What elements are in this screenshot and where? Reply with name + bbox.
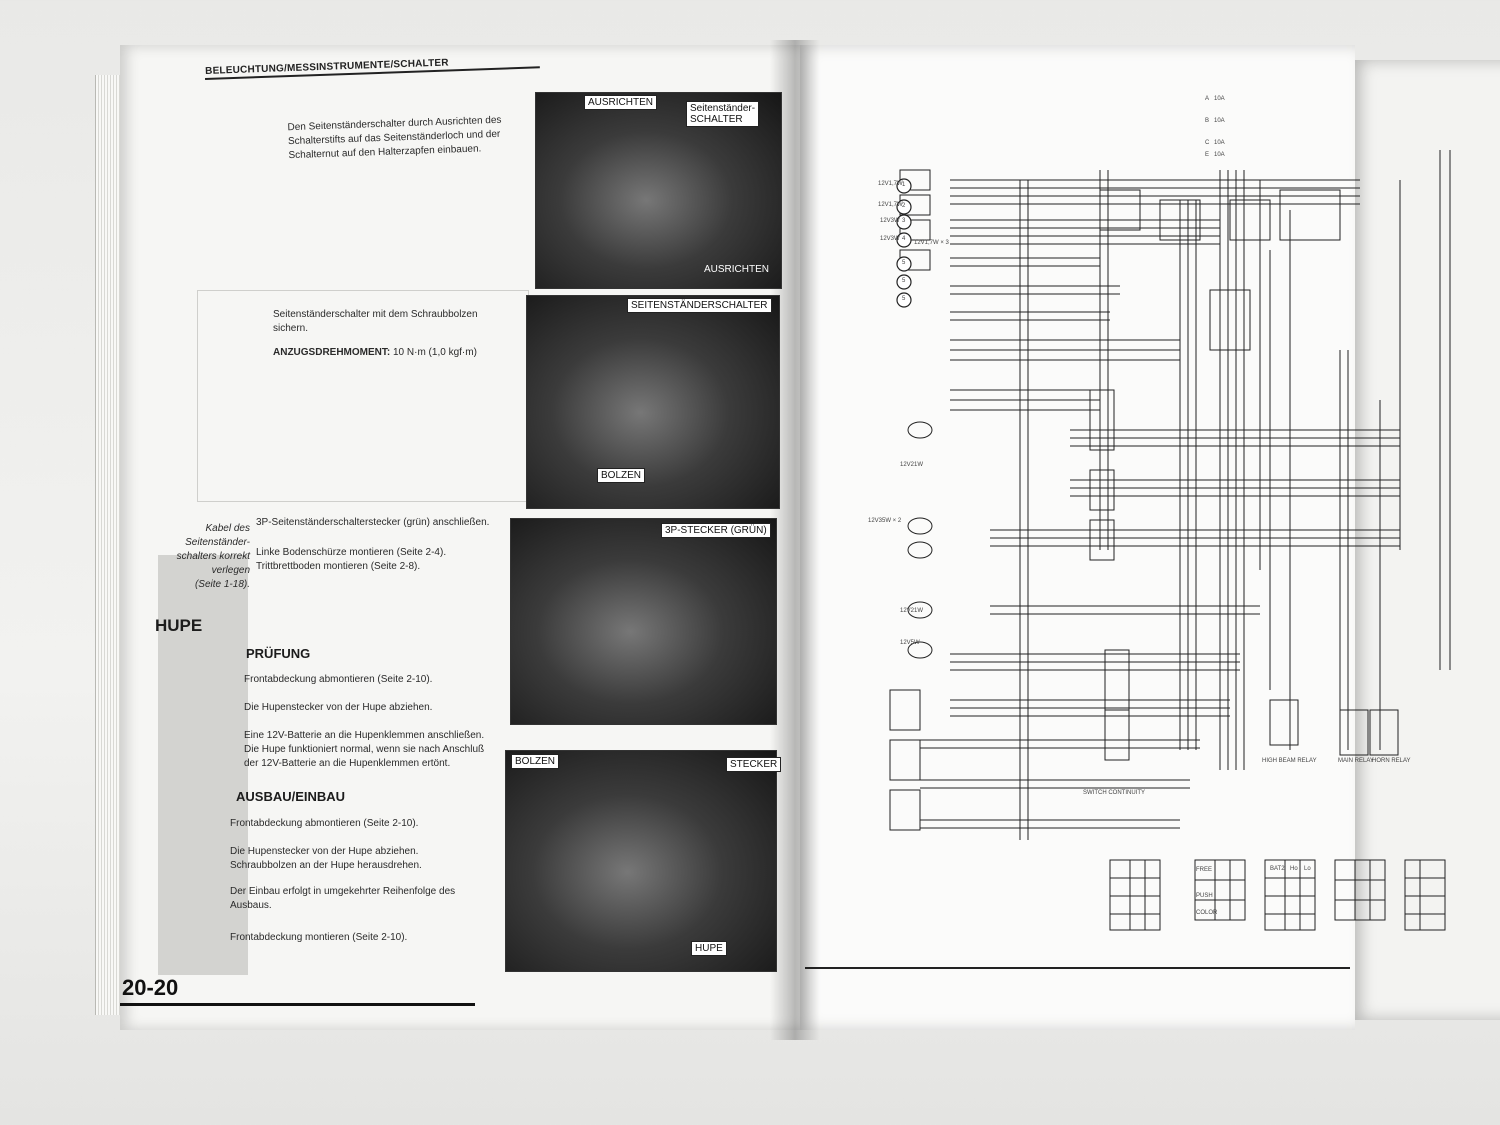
connect-paragraph: 3P-Seitenständerschalterstecker (grün) a… <box>256 516 516 574</box>
removal-step: Schraubbolzen an der Hupe herausdrehen. <box>230 860 422 871</box>
photo-label: 3P-STECKER (GRÜN) <box>661 523 771 538</box>
check-step: Die Hupenstecker von der Hupe abziehen. <box>244 702 433 713</box>
relay-label: MAIN RELAY <box>1338 758 1374 764</box>
relay-label: HIGH BEAM RELAY <box>1262 758 1317 764</box>
removal-steps: Frontabdeckung abmontieren (Seite 2-10).… <box>230 817 500 945</box>
fuse-value: 10A <box>1214 140 1225 146</box>
photo-side-stand-switch-align: AUSRICHTEN Seitenständer- SCHALTER AUSRI… <box>535 92 782 289</box>
circle-number: 5 <box>902 278 906 284</box>
circle-number: 1 <box>902 182 906 188</box>
check-title: PRÜFUNG <box>246 646 311 661</box>
bulb-rating: 12V35W × 2 <box>868 518 902 524</box>
photo-label: AUSRICHTEN <box>704 264 770 275</box>
check-step: der 12V-Batterie an die Hupenklemmen ert… <box>244 758 451 769</box>
photo-label-line: Seitenständer- <box>690 103 756 114</box>
switch-continuity-title: SWITCH CONTINUITY <box>1083 790 1145 796</box>
bulb-rating: 12V1,7W <box>878 181 903 187</box>
fuse-value: 10A <box>1214 152 1225 158</box>
photo-label-line: SCHALTER <box>690 114 743 125</box>
circle-number: 5 <box>902 260 906 266</box>
photo-label: HUPE <box>691 941 727 956</box>
removal-step: Frontabdeckung montieren (Seite 2-10). <box>230 932 408 943</box>
connect-line: 3P-Seitenständerschalterstecker (grün) a… <box>256 517 490 528</box>
bulb-rating: 12V3W <box>880 218 900 224</box>
check-step: Die Hupe funktioniert normal, wenn sie n… <box>244 744 485 755</box>
torque-spec: ANZUGSDREHMOMENT: 10 N·m (1,0 kgf·m) <box>273 346 477 360</box>
photo-horn: BOLZEN STECKER HUPE <box>505 750 782 972</box>
table-header: BAT2 <box>1270 866 1285 872</box>
fuse-letter: B <box>1205 118 1210 124</box>
connect-line: Trittbrettboden montieren (Seite 2-8). <box>256 561 421 572</box>
removal-step: Der Einbau erfolgt in umgekehrter Reihen… <box>230 886 456 897</box>
side-note-line: (Seite 1-18). <box>194 579 250 590</box>
side-note-line: Kabel des <box>205 523 250 534</box>
fuse-letter: A <box>1205 96 1210 102</box>
intro-paragraph: Den Seitenständerschalter durch Ausricht… <box>287 113 528 163</box>
table-row-label: PUSH <box>1196 893 1213 899</box>
removal-step: Frontabdeckung abmontieren (Seite 2-10). <box>230 818 419 829</box>
secure-paragraph: Seitenständerschalter mit dem Schraubbol… <box>273 308 523 336</box>
photo-3p-connector: 3P-STECKER (GRÜN) <box>510 518 777 725</box>
circle-number: 5 <box>902 296 906 302</box>
bulb-rating: 12V3W <box>880 236 900 242</box>
horn-section-title: HUPE <box>155 616 203 635</box>
fuse-letter: C <box>1205 140 1210 146</box>
check-steps: Frontabdeckung abmontieren (Seite 2-10).… <box>244 673 509 771</box>
photo-label: SEITENSTÄNDERSCHALTER <box>627 298 772 313</box>
photo-label: Seitenständer- SCHALTER <box>686 101 760 127</box>
relay-label: HORN RELAY <box>1372 758 1411 764</box>
bulb-rating: 12V21W <box>900 462 924 468</box>
check-step: Frontabdeckung abmontieren (Seite 2-10). <box>244 674 433 685</box>
wiring-diagram <box>805 150 1451 969</box>
secure-line: sichern. <box>273 323 309 334</box>
removal-title: AUSBAU/EINBAU <box>236 789 346 804</box>
fuse-letter: E <box>1205 152 1210 158</box>
side-note-line: verlegen <box>211 565 250 576</box>
table-header: Lo <box>1304 866 1311 872</box>
secure-line: Seitenständerschalter mit dem Schraubbol… <box>273 309 478 320</box>
side-note-line: Seitenständer- <box>185 537 250 548</box>
table-header: Ho <box>1290 866 1298 872</box>
bulb-rating: 12V5W <box>900 640 920 646</box>
circle-number: 4 <box>902 236 906 242</box>
side-note-line: schalters korrekt <box>176 551 250 562</box>
photo-label: BOLZEN <box>511 754 560 769</box>
photo-label: AUSRICHTEN <box>584 95 658 110</box>
fuse-value: 10A <box>1214 118 1225 124</box>
bottom-rule <box>120 1003 475 1006</box>
fuse-value: 10A <box>1214 96 1225 102</box>
bulb-rating: 12V1,7W × 3 <box>914 240 949 246</box>
bulb-rating: 12V21W <box>900 608 924 614</box>
gray-margin-box <box>158 555 248 975</box>
bulb-rating: 12V1,7W <box>878 202 903 208</box>
connect-line: Linke Bodenschürze montieren (Seite 2-4)… <box>256 547 447 558</box>
circle-number: 3 <box>902 218 906 224</box>
torque-label: ANZUGSDREHMOMENT: <box>273 347 391 358</box>
side-note: Kabel des Seitenständer- schalters korre… <box>170 522 250 592</box>
photo-side-stand-switch-bolt: SEITENSTÄNDERSCHALTER BOLZEN <box>526 295 780 509</box>
circle-number: 2 <box>902 203 906 209</box>
removal-step: Die Hupenstecker von der Hupe abziehen. <box>230 846 419 857</box>
page-number: 20-20 <box>122 975 179 1000</box>
table-row-label: FREE <box>1196 867 1213 873</box>
removal-step: Ausbaus. <box>230 900 272 911</box>
photo-label: BOLZEN <box>597 468 646 483</box>
torque-value: 10 N·m (1,0 kgf·m) <box>393 347 477 358</box>
check-step: Eine 12V-Batterie an die Hupenklemmen an… <box>244 730 485 741</box>
photo-label: STECKER <box>726 757 782 772</box>
table-row-label: COLOR <box>1196 910 1218 916</box>
